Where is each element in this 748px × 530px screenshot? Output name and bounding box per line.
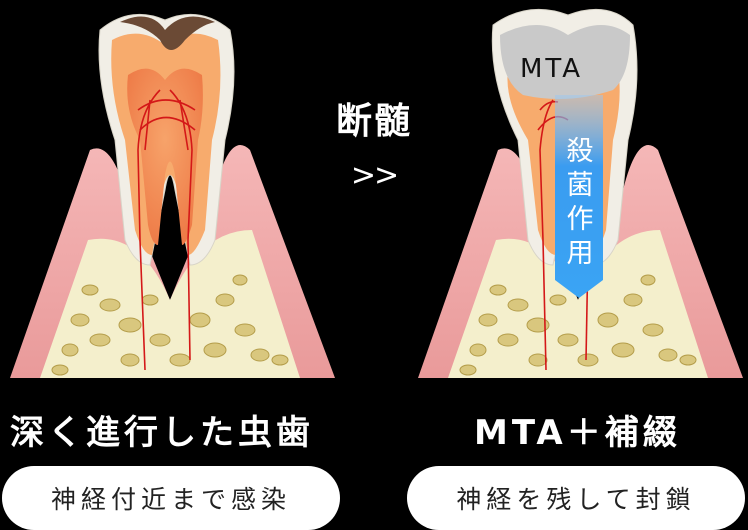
mta-treated-tooth-illustration: MTA 殺 菌 作 用 [408,0,748,380]
antibacterial-effect-label: 殺 菌 作 用 [558,135,602,271]
right-caption: 神経を残して封鎖 [407,466,745,530]
double-chevron-right-icon: >> [350,158,399,193]
band-char: 作 [566,204,594,235]
decayed-tooth-illustration [0,0,340,380]
band-char: 用 [566,238,594,269]
tooth-mta-cross-section-icon [418,8,743,378]
pulpotomy-step: 断髄 >> [322,92,426,193]
right-title: MTA＋補綴 [474,413,681,453]
tooth-cross-section-icon [10,13,335,378]
left-title: 深く進行した虫歯 [10,413,314,453]
band-char: 菌 [566,170,594,201]
pulpotomy-label: 断髄 [335,101,412,142]
mta-filling-label: MTA [520,54,584,84]
band-char: 殺 [566,136,594,167]
left-caption: 神経付近まで感染 [2,466,340,530]
